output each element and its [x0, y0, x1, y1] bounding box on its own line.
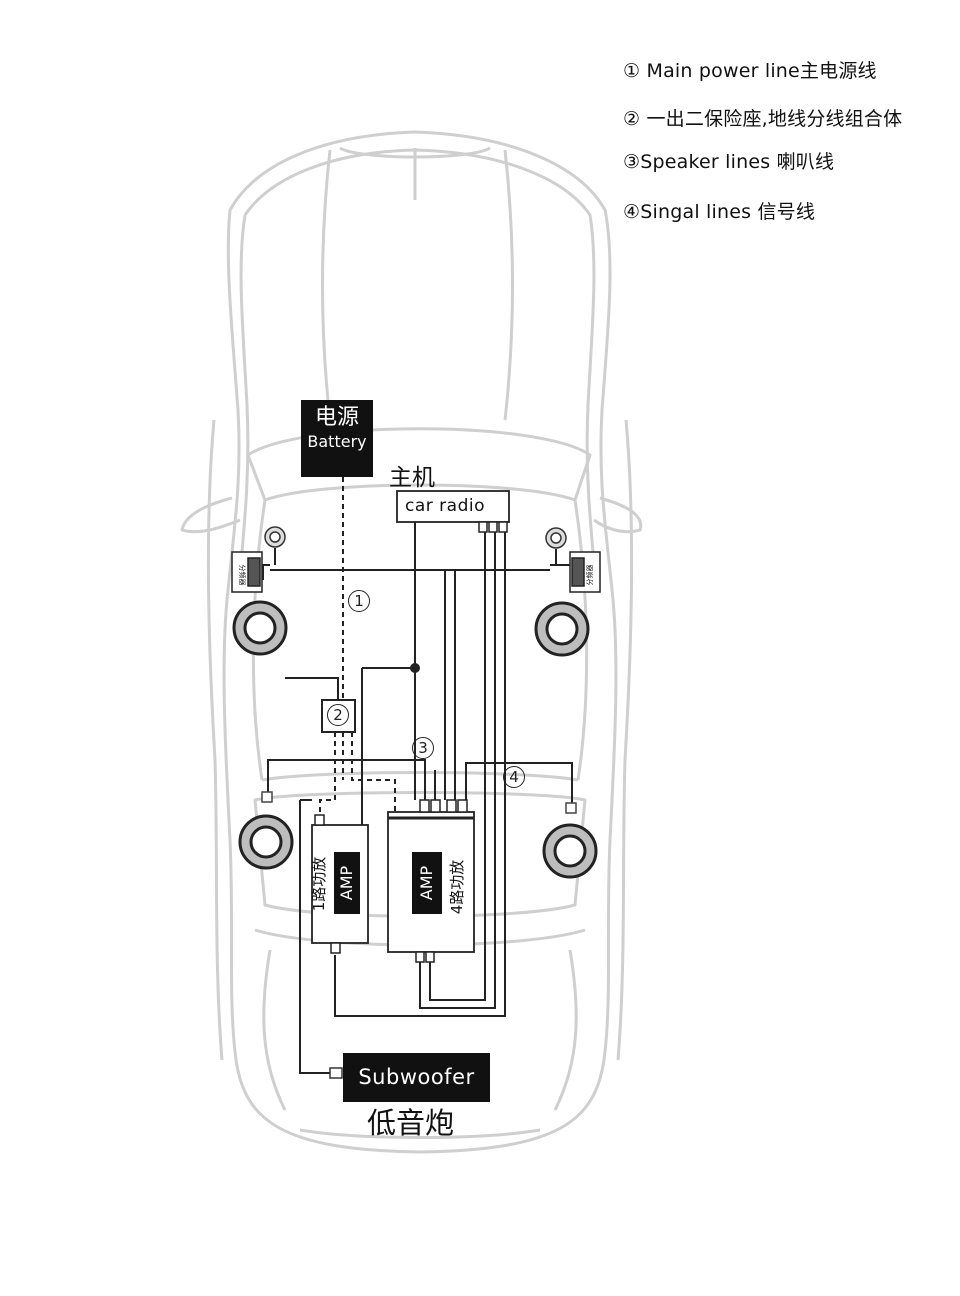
marker-3: 3	[412, 737, 434, 759]
speaker-rear-right	[542, 802, 598, 879]
legend-main-power: ① Main power line主电源线	[623, 60, 877, 82]
amp-1ch-badge: AMP	[334, 852, 360, 914]
radio-connectors	[478, 521, 508, 533]
crossover-right	[569, 551, 601, 593]
amp-4ch-badge: AMP	[412, 852, 442, 914]
subwoofer-block: Subwoofer	[343, 1053, 490, 1102]
subwoofer-line	[299, 800, 330, 1074]
amp-1ch-badge-text: AMP	[337, 865, 356, 901]
rear-left-speaker-line	[267, 759, 426, 800]
amp-4ch-badge-text: AMP	[417, 865, 436, 901]
ground-line	[285, 677, 339, 700]
crossover-left-label: 分频器	[238, 565, 247, 586]
marker-2: 2	[327, 704, 349, 726]
battery-label-cn: 电源	[314, 405, 359, 430]
tweeter-left	[264, 526, 286, 548]
tweeter-right	[545, 527, 567, 549]
rear-right-speaker-line	[465, 762, 573, 805]
fuse-to-amp1-dashed	[319, 732, 336, 825]
head-unit-label-cn: 主机	[389, 465, 435, 491]
legend-fuse-ground: ② 一出二保险座,地线分线组合体	[623, 108, 903, 130]
speaker-front-right	[534, 601, 590, 657]
marker-1: 1	[348, 590, 370, 612]
speaker-front-left	[232, 600, 288, 656]
head-unit-label-en: car radio	[405, 496, 485, 516]
amp-terminals	[314, 799, 468, 963]
legend-signal-lines: ④Singal lines 信号线	[623, 201, 816, 223]
marker-4: 4	[503, 766, 525, 788]
amp-4ch-label: 4路功放	[448, 859, 466, 915]
battery-block: 电源 Battery	[301, 400, 373, 477]
subwoofer-label-cn: 低音炮	[367, 1106, 455, 1140]
car-radio-box	[396, 490, 510, 523]
radio-signal-c	[419, 522, 496, 1009]
battery-label-en: Battery	[307, 432, 367, 451]
amp-1ch-label: 1路功放	[310, 856, 328, 912]
radio-signal-b	[429, 522, 486, 1001]
subwoofer-label-en: Subwoofer	[358, 1065, 475, 1089]
legend-speaker-lines: ③Speaker lines 喇叭线	[623, 151, 835, 173]
crossover-left	[231, 551, 263, 593]
subwoofer-connector	[329, 1067, 343, 1079]
crossover-right-label: 分频器	[585, 565, 594, 586]
speaker-rear-left	[238, 791, 294, 870]
